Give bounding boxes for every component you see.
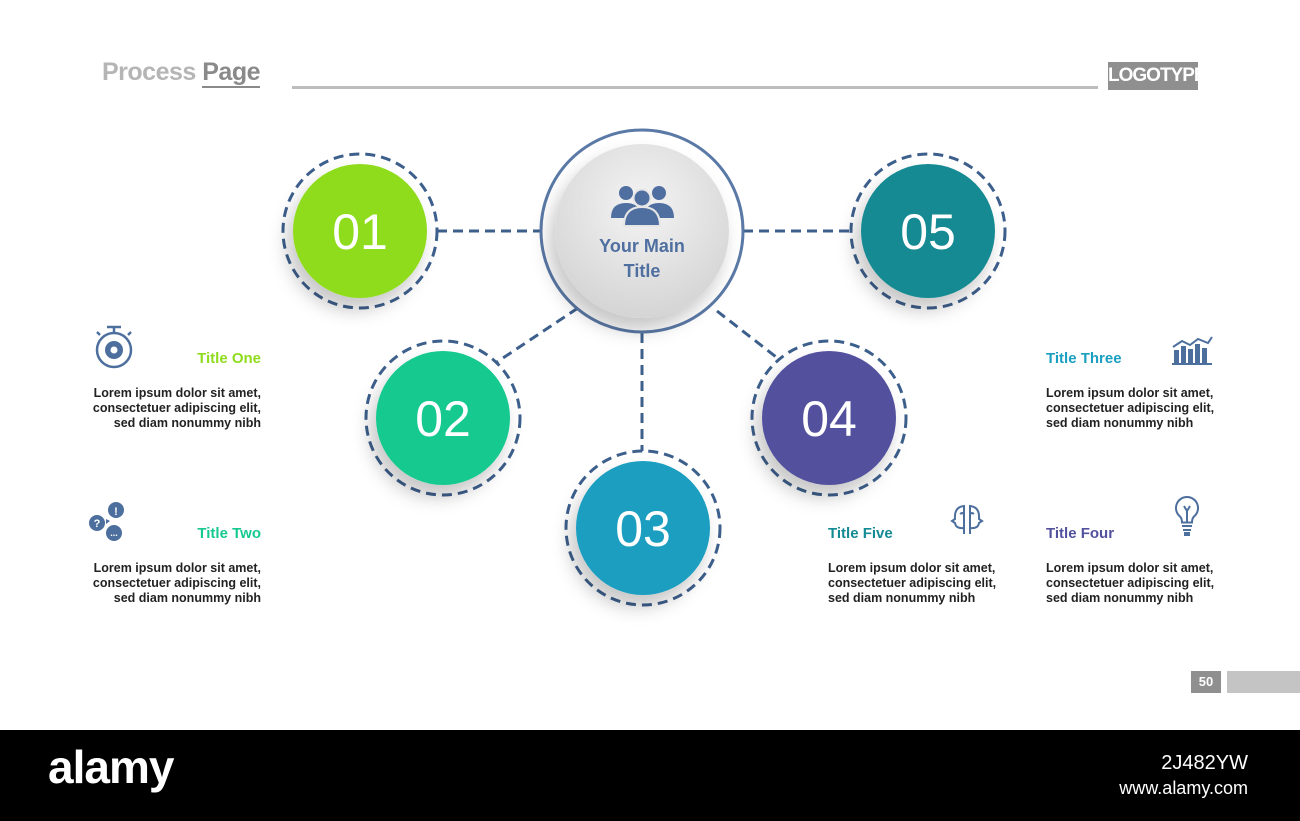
logotype: LOGOTYPE [1108,62,1207,90]
item-body-three: Lorem ipsum dolor sit amet, consectetuer… [1046,386,1215,430]
step-04-number: 04 [801,391,857,447]
watermark-brand: alamy [48,741,174,793]
svg-text:?: ? [94,518,101,530]
center-node: Your Main Title [539,128,745,334]
step-05: 05 [849,152,1007,310]
step-05-number: 05 [900,204,956,260]
step-01: 01 [281,152,439,310]
people-group-icon [611,186,674,227]
item-title-four: Title Four [1046,525,1115,542]
item-body-one: Lorem ipsum dolor sit amet, consectetuer… [92,386,261,430]
step-02: 02 [364,339,522,497]
item-title-two: Title Two [197,525,261,542]
two-heads-icon [950,504,984,534]
step-04-disc [762,351,896,485]
connector-02 [496,306,579,364]
item-title-five: Title Five [828,525,893,542]
speech-bubbles-icon: ! ? ... [89,502,124,541]
step-01-disc [293,164,427,298]
page-number: 50 [1191,671,1221,693]
watermark-image-id: 2J482YW [1161,752,1248,774]
lightbulb-icon [1175,495,1199,536]
svg-text:...: ... [110,528,118,538]
center-title-line2: Title [624,261,661,281]
process-diagram: 01 02 03 04 05 [281,128,1007,607]
item-body-two: Lorem ipsum dolor sit amet, consectetuer… [92,561,261,605]
page-number-bar [1227,671,1300,693]
header-divider [292,86,1098,89]
step-01-number: 01 [332,204,388,260]
bar-chart-icon [1172,336,1213,365]
watermark-bar [0,730,1300,821]
center-title-line1: Your Main [599,236,685,256]
watermark-url: www.alamy.com [1119,778,1248,798]
item-title-one: Title One [197,350,261,367]
item-title-three: Title Three [1046,350,1122,367]
page-title: Process Page [102,58,261,88]
item-body-five: Lorem ipsum dolor sit amet, consectetuer… [828,561,997,605]
svg-text:!: ! [114,506,118,518]
step-03: 03 [564,449,722,607]
step-05-disc [861,164,995,298]
step-03-number: 03 [615,501,671,557]
step-02-number: 02 [415,391,471,447]
step-04: 04 [750,339,908,497]
page-title-part1: Process [102,58,196,86]
step-03-disc [576,461,710,595]
page-title-part2: Page [202,58,261,88]
item-body-four: Lorem ipsum dolor sit amet, consectetuer… [1046,561,1215,605]
step-02-disc [376,351,510,485]
stopwatch-gear-icon [95,325,133,369]
slide: Process Page LOGOTYPE 01 [89,58,1300,693]
connector-04 [716,309,781,362]
